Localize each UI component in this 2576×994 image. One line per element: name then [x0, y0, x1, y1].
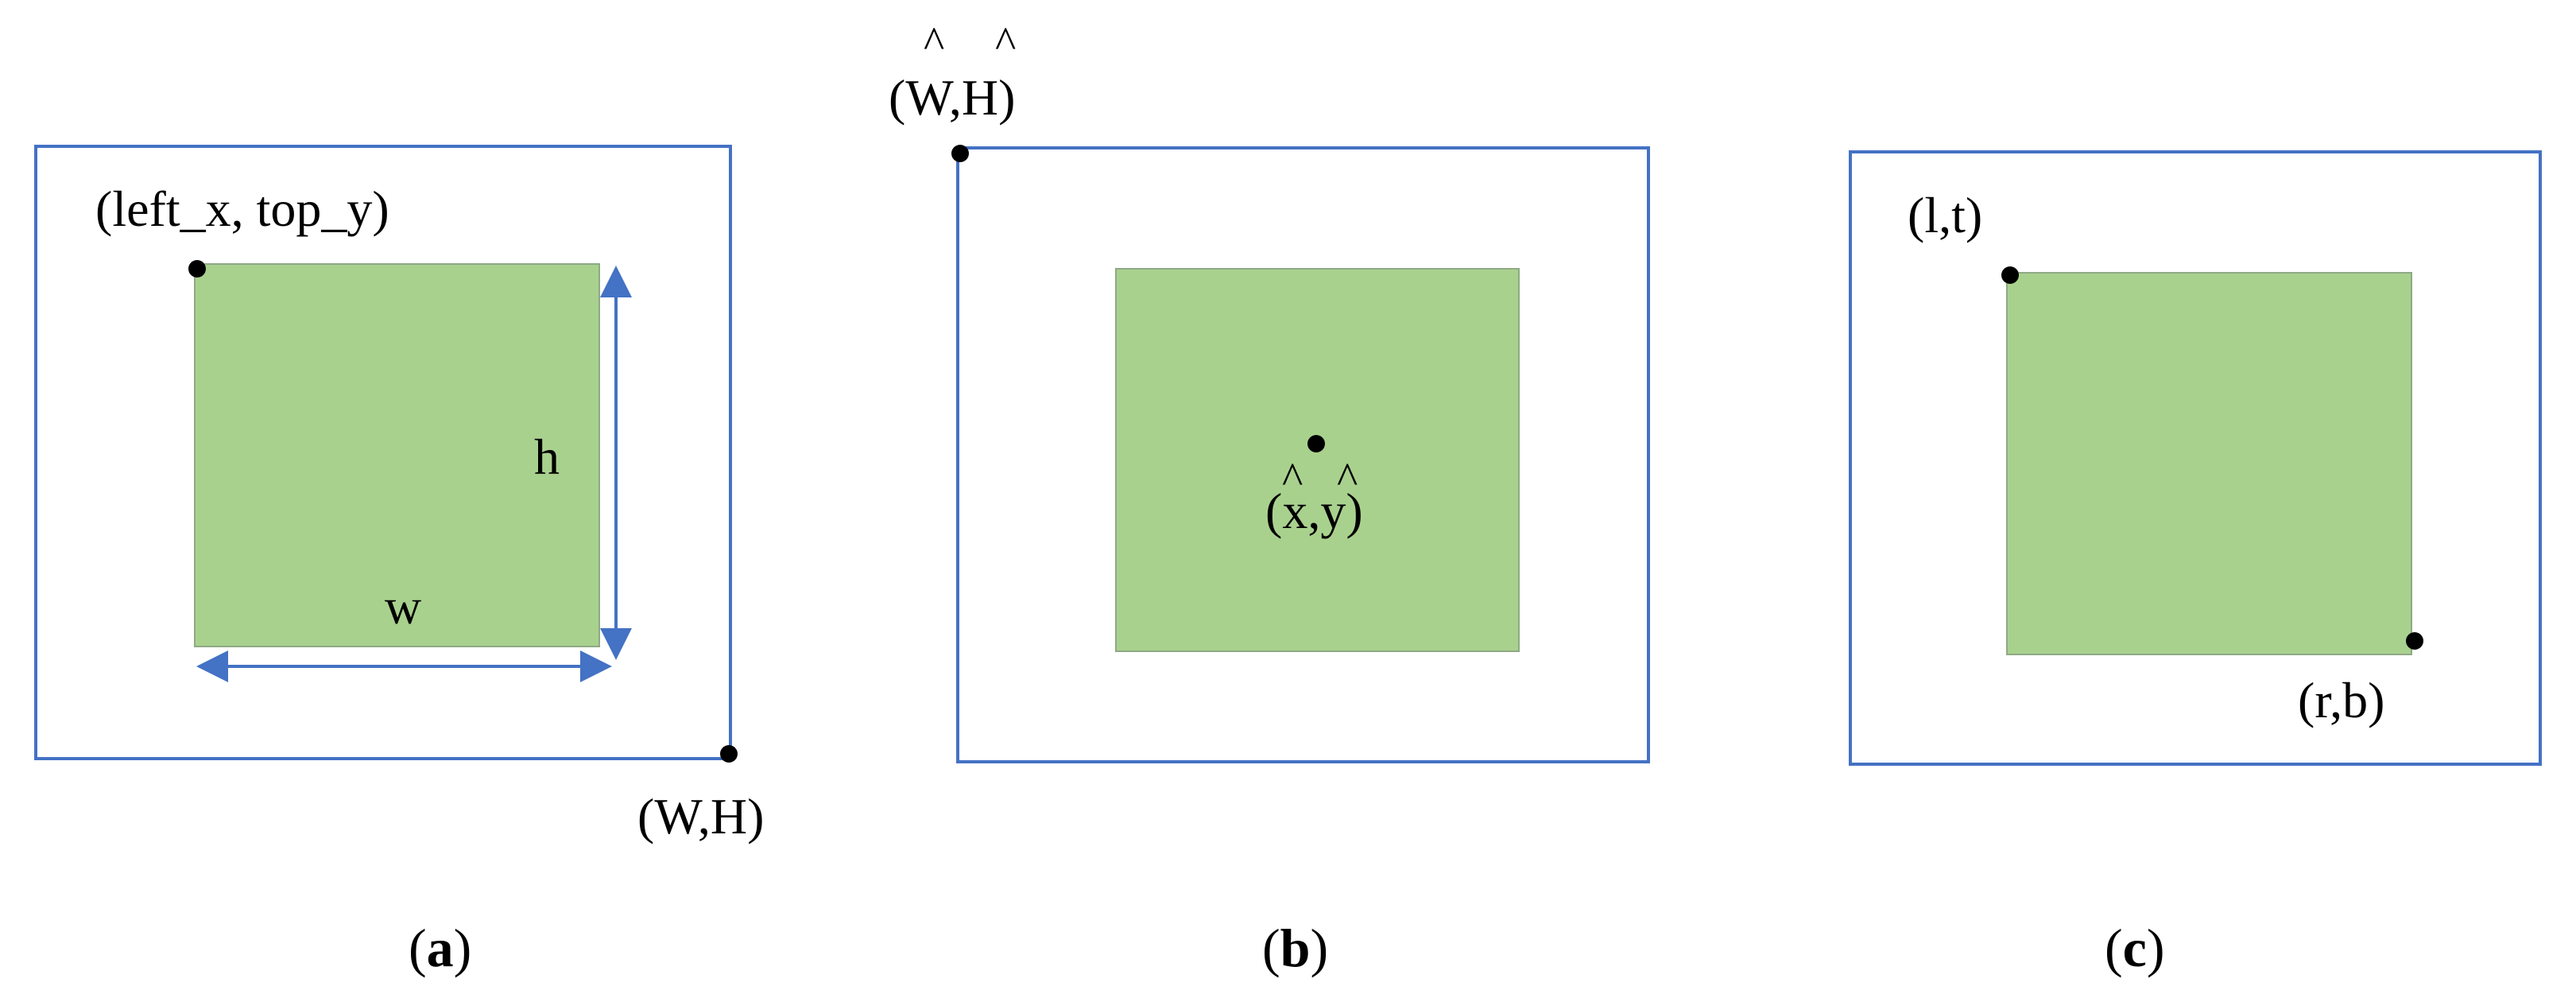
- top-left-point-c: [2001, 266, 2019, 284]
- top-left-point-b: [951, 145, 969, 162]
- panel-a: (left_x, top_y) (W,H) h w (a): [34, 145, 764, 978]
- bounding-box-b: [1115, 268, 1520, 652]
- bottom-right-point-c: [2406, 632, 2423, 650]
- image-frame-b: [956, 146, 1650, 763]
- bottom-right-point-a: [720, 745, 738, 763]
- hat-label-b-2: ^: [995, 18, 1016, 68]
- top-left-point-a: [188, 260, 206, 278]
- height-label: h: [534, 429, 560, 485]
- top-left-label-b: (W,H): [889, 69, 1015, 126]
- width-label: w: [385, 578, 421, 635]
- bounding-box-c: [2006, 272, 2412, 655]
- image-frame-c: [1849, 150, 2542, 766]
- bounding-box-a: [194, 263, 600, 647]
- hat-label-b-3: ^: [1282, 454, 1303, 503]
- bottom-right-label-c: (r,b): [2298, 672, 2384, 728]
- hat-label-b-1: ^: [924, 18, 944, 68]
- center-point-b: [1307, 435, 1325, 452]
- caption-c: (c): [2105, 918, 2165, 978]
- center-label-b: (x,y): [1265, 483, 1363, 539]
- hat-label-b-4: ^: [1337, 454, 1358, 503]
- image-frame-a: [34, 145, 732, 760]
- top-left-label-a: (left_x, top_y): [95, 181, 389, 237]
- panel-c: (l,t) (r,b) (c): [1849, 150, 2542, 978]
- panel-b: (W,H) ^ ^ (x,y) ^ ^ (b): [889, 18, 1650, 978]
- top-left-label-c: (l,t): [1908, 187, 1982, 243]
- caption-a: (a): [409, 918, 471, 978]
- caption-b: (b): [1262, 918, 1328, 978]
- bottom-right-label-a: (W,H): [637, 788, 764, 845]
